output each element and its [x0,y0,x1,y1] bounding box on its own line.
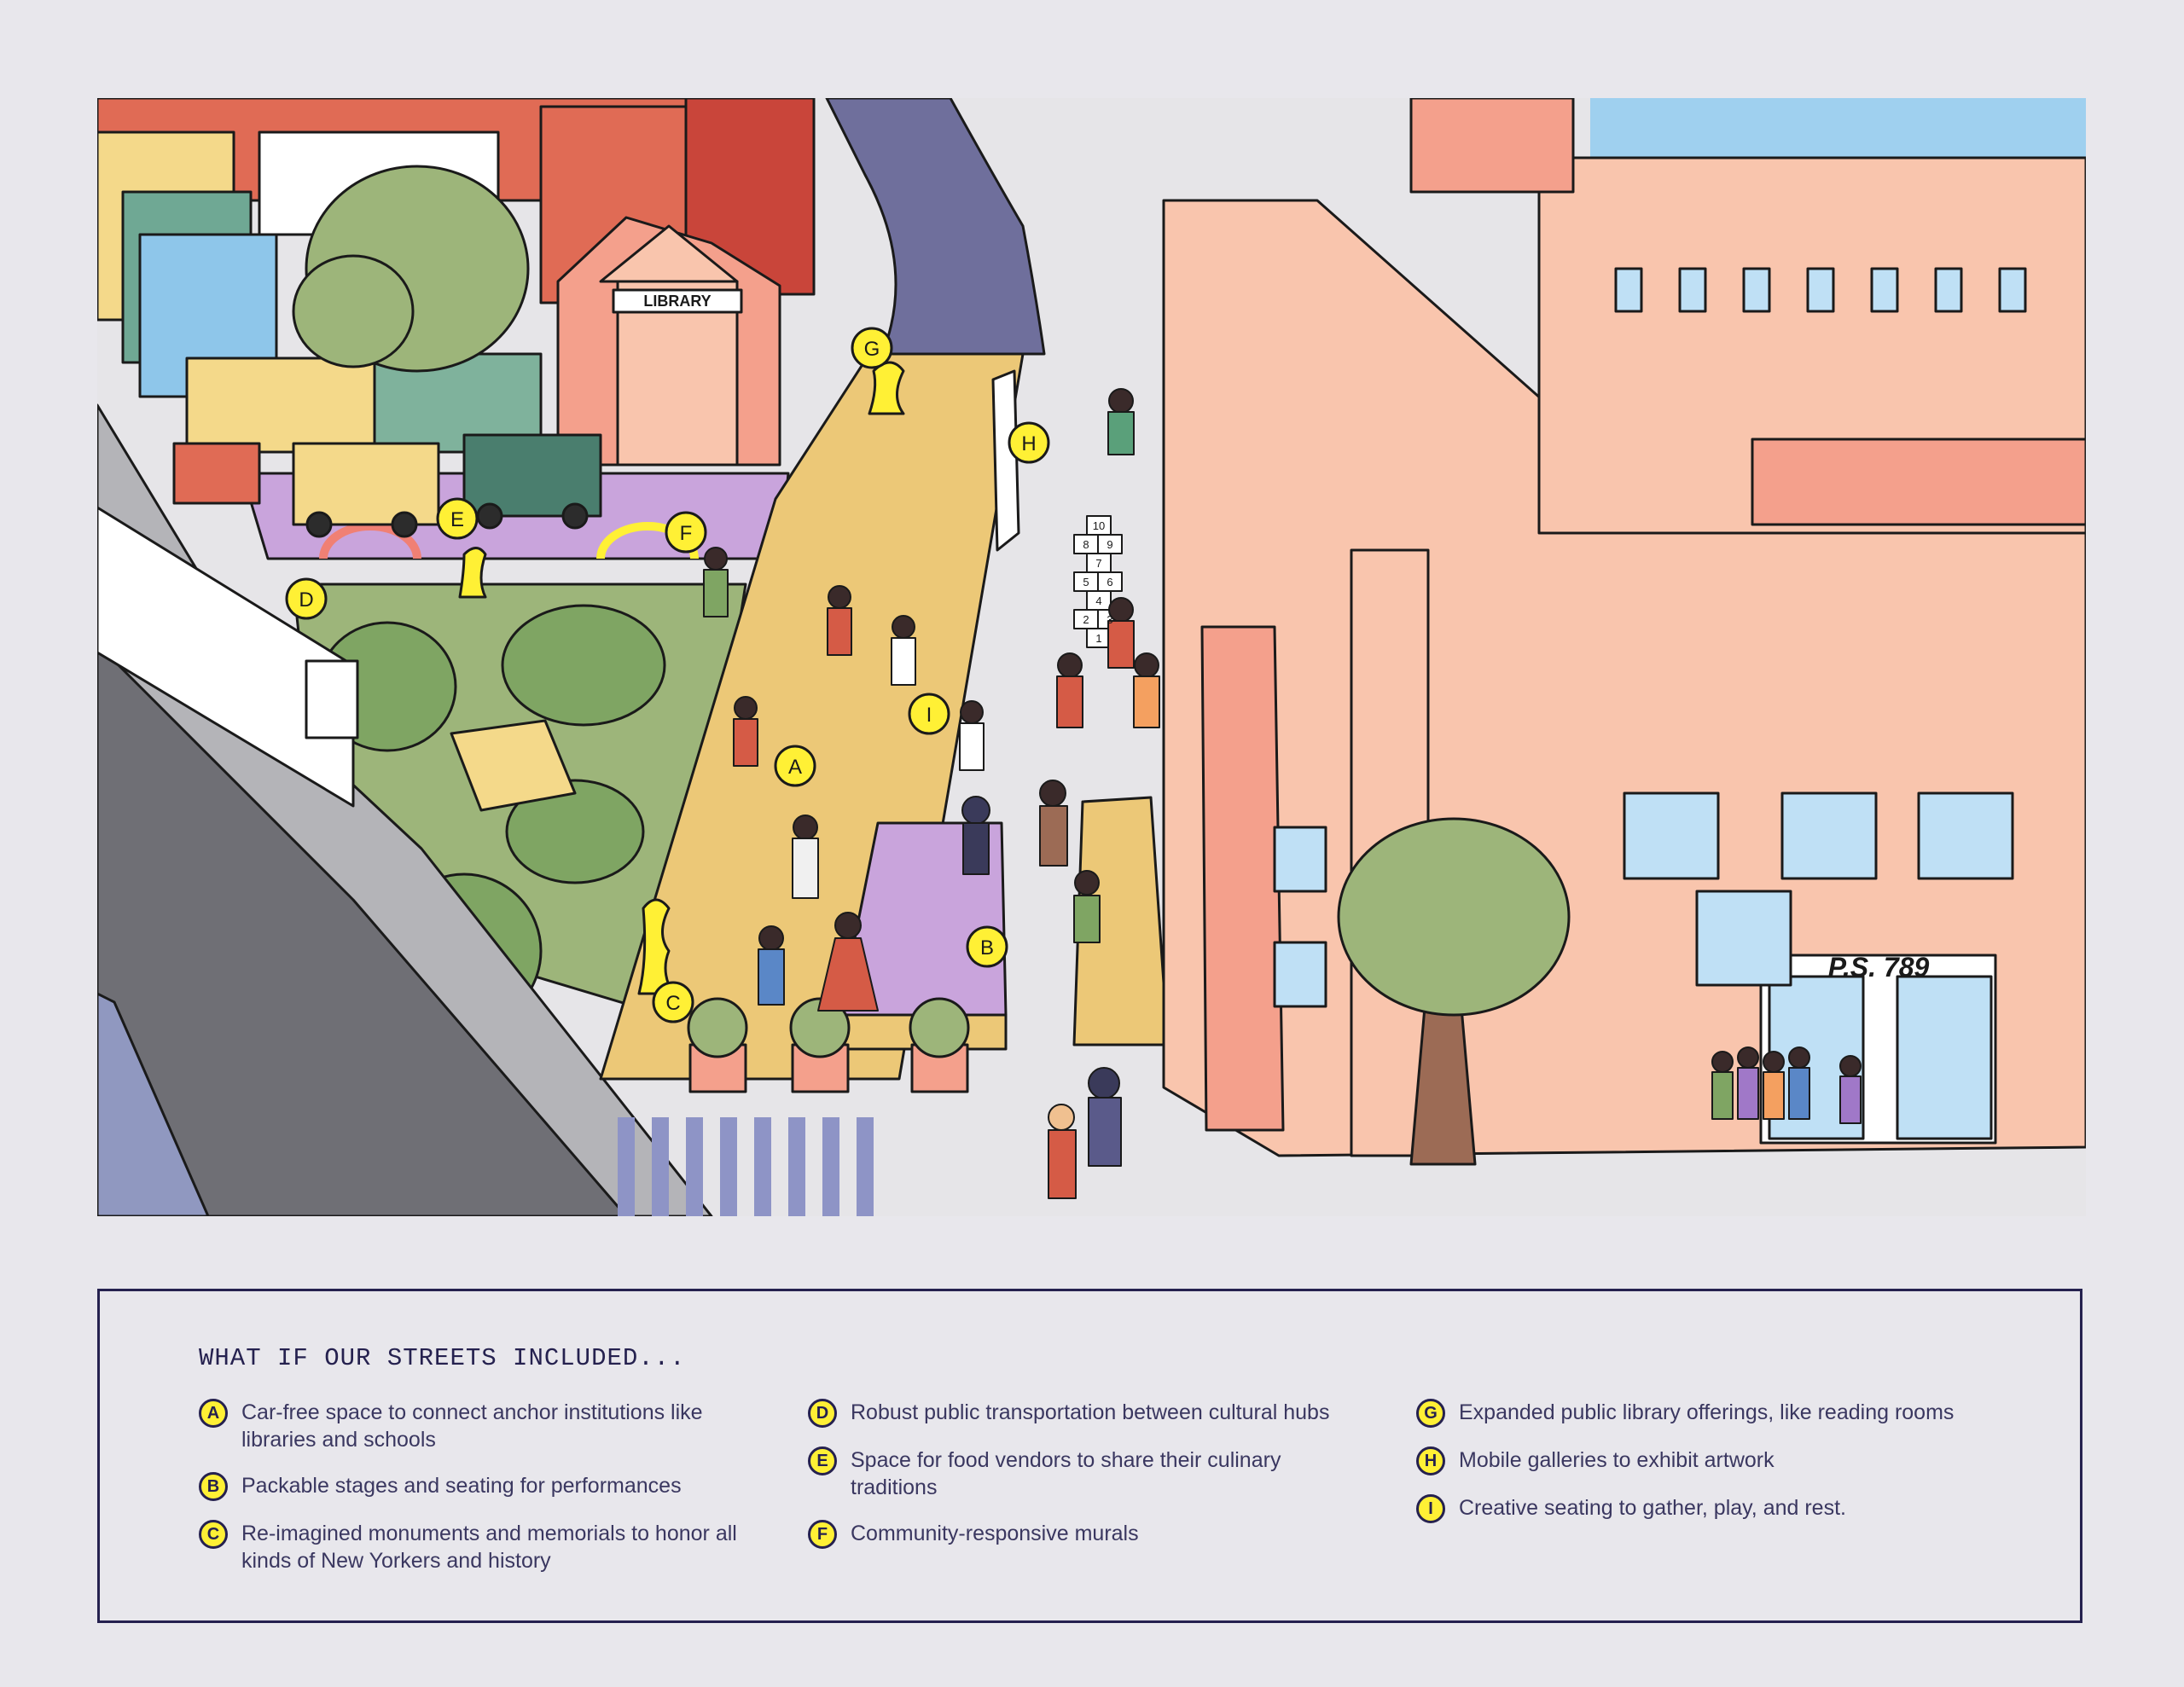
monument [458,547,487,599]
street-illustration: LIBRARY [97,98,2086,1216]
svg-text:F: F [680,522,693,545]
svg-text:H: H [1021,432,1036,455]
marker-h: H [1008,421,1050,464]
marker-a: A [774,745,816,787]
legend-badge: C [199,1520,228,1549]
legend-text: Community-responsive murals [851,1522,1139,1545]
svg-text:C: C [665,992,680,1015]
elevated-train-track [97,403,713,1216]
school-sign: P.S. 789 [1828,952,1930,983]
legend-badge: A [199,1399,228,1428]
marker-g: G [851,327,893,369]
hopscotch-numbers: 10 8 9 7 5 6 4 2 3 1 [1083,519,1112,645]
legend-text: Packable stages and seating for performa… [241,1474,682,1498]
svg-text:5: 5 [1083,576,1089,588]
marker-f: F [665,511,707,554]
svg-text:I: I [926,704,932,727]
legend-text: Space for food vendors to share their cu… [851,1448,1281,1499]
legend-title: WHAT IF OUR STREETS INCLUDED... [199,1344,686,1372]
legend-item: G Expanded public library offerings, lik… [1416,1399,2013,1428]
legend-badge: I [1416,1494,1445,1523]
legend-text: Robust public transportation between cul… [851,1400,1330,1424]
hopscotch [1073,515,1123,648]
legend-text: Creative seating to gather, play, and re… [1459,1496,1846,1520]
legend-item: D Robust public transportation between c… [808,1399,1354,1428]
svg-text:3: 3 [1107,613,1112,626]
people [703,388,1862,1199]
library-sign: LIBRARY [643,293,711,310]
legend-panel: WHAT IF OUR STREETS INCLUDED... A Car-fr… [97,1289,2082,1623]
legend-badge: D [808,1399,837,1428]
subway-train [97,506,359,808]
svg-text:B: B [980,936,994,959]
svg-text:A: A [788,756,802,779]
road [825,98,1046,356]
svg-text:8: 8 [1083,538,1089,551]
sky [1590,98,2086,158]
school-building: P.S. 789 [1162,98,2086,1157]
legend-item: I Creative seating to gather, play, and … [1416,1494,2013,1523]
svg-text:6: 6 [1107,576,1112,588]
marker-e: E [436,497,479,540]
legend-column-1: A Car-free space to connect anchor insti… [199,1399,745,1593]
legend-column-2: D Robust public transportation between c… [808,1399,1354,1568]
library-building: LIBRARY [556,216,781,467]
legend-badge: B [199,1472,228,1501]
svg-text:G: G [864,338,880,361]
picnic-blanket [450,719,577,812]
svg-text:2: 2 [1083,613,1089,626]
marker-c: C [652,981,694,1023]
legend-text: Re-imagined monuments and memorials to h… [241,1522,737,1573]
monument [637,898,675,995]
legend-item: B Packable stages and seating for perfor… [199,1472,745,1501]
school-windows [1273,267,2027,1008]
legend-badge: F [808,1520,837,1549]
food-trucks [172,433,602,538]
legend-badge: G [1416,1399,1445,1428]
legend-item: C Re-imagined monuments and memorials to… [199,1520,745,1574]
svg-text:4: 4 [1095,594,1101,607]
legend-badge: H [1416,1446,1445,1475]
marker-i: I [908,693,950,735]
svg-text:7: 7 [1095,557,1101,570]
legend-item: H Mobile galleries to exhibit artwork [1416,1446,2013,1475]
markers: A B C D E F G H I [285,327,1050,1023]
svg-text:E: E [450,508,464,531]
svg-text:10: 10 [1093,519,1105,532]
mobile-gallery [991,369,1020,552]
planters [687,997,970,1093]
legend-item: A Car-free space to connect anchor insti… [199,1399,745,1453]
legend-text: Car-free space to connect anchor institu… [241,1400,703,1452]
svg-text:D: D [299,588,313,612]
crosswalk [618,1117,874,1216]
svg-text:1: 1 [1095,632,1101,645]
legend-text: Expanded public library offerings, like … [1459,1400,1955,1424]
marker-b: B [966,925,1008,968]
legend-column-3: G Expanded public library offerings, lik… [1416,1399,2013,1542]
monument [868,361,905,415]
marker-d: D [285,577,328,620]
legend-text: Mobile galleries to exhibit artwork [1459,1448,1774,1472]
street-tree [1337,817,1571,1166]
tree-left [292,165,530,373]
legend-item: E Space for food vendors to share their … [808,1446,1354,1501]
legend-item: F Community-responsive murals [808,1520,1354,1549]
legend-badge: E [808,1446,837,1475]
svg-text:9: 9 [1107,538,1112,551]
